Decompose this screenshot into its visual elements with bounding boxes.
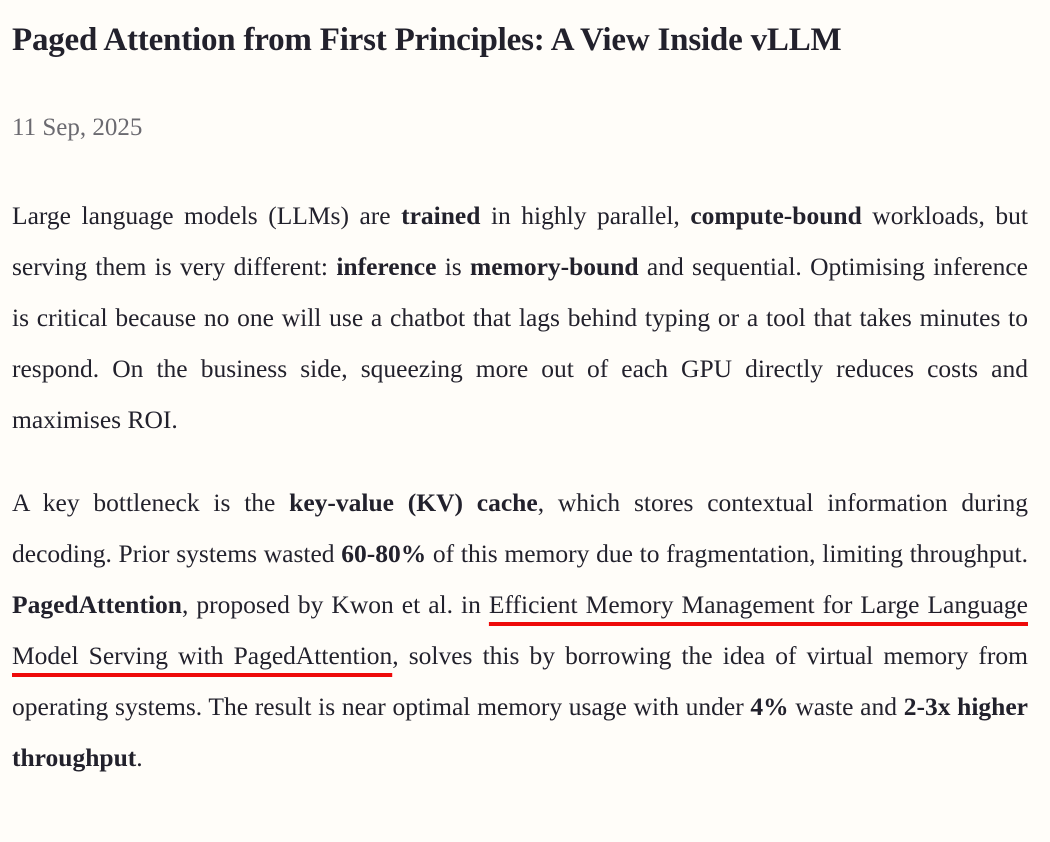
- text: of this memory due to fragmentation, lim…: [426, 539, 1028, 568]
- intro-paragraph: Large language models (LLMs) are trained…: [12, 190, 1028, 445]
- post-date: 11 Sep, 2025: [12, 114, 143, 141]
- text: in highly parallel,: [480, 201, 691, 230]
- bold-text: compute-bound: [690, 201, 862, 230]
- bold-text: memory-bound: [470, 252, 639, 281]
- bold-text: 60-80%: [341, 539, 427, 568]
- text: .: [136, 743, 143, 772]
- text: workloads, but serving them is very diff…: [12, 201, 1028, 281]
- text: waste and: [788, 692, 904, 721]
- text: and sequential. Optimising inference is …: [12, 252, 1029, 434]
- text: , proposed by Kwon et al. in: [181, 590, 489, 619]
- text: , which stores contextual information du…: [12, 488, 1028, 568]
- paper-link[interactable]: Efficient Memory Management for Large La…: [12, 590, 1028, 670]
- text: is: [436, 252, 471, 281]
- bold-text: 2-3x higher throughput: [12, 692, 1028, 772]
- bold-text: PagedAttention: [12, 590, 182, 619]
- bold-text: inference: [336, 252, 437, 281]
- text: Large language models (LLMs) are: [12, 201, 402, 230]
- kv-cache-paragraph: A key bottleneck is the key-value (KV) c…: [12, 477, 1028, 783]
- bold-text: trained: [401, 201, 481, 230]
- text: A key bottleneck is the: [12, 488, 290, 517]
- bold-text: 4%: [750, 692, 789, 721]
- page-title: Paged Attention from First Principles: A…: [12, 22, 842, 58]
- text: , solves this by borrowing the idea of v…: [12, 641, 1028, 721]
- bold-text: key-value (KV) cache: [289, 488, 538, 517]
